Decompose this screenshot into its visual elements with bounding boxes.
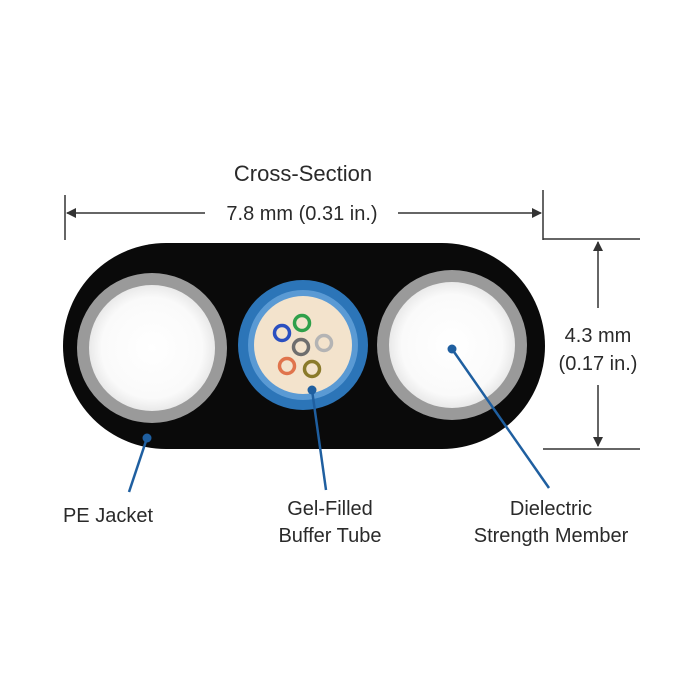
buffer-tube-gel (254, 296, 352, 394)
buffer-tube-leader-line (310, 389, 328, 491)
left-strength-member-core (89, 285, 215, 411)
pe-jacket-leader-line (127, 437, 149, 493)
fiber-blue (272, 323, 292, 343)
fiber-green (292, 313, 312, 333)
strength-member-label-line2: Strength Member (474, 525, 629, 547)
strength-member-label-line1: Dielectric (510, 498, 592, 520)
width-dimension-label: 7.8 mm (0.31 in.) (226, 203, 377, 225)
buffer-tube-label-line1: Gel-Filled (287, 498, 373, 520)
height-dimension-label-line2: (0.17 in.) (559, 353, 638, 375)
optical-fibers (272, 313, 334, 379)
cross-section-title: Cross-Section (234, 161, 372, 186)
fiber-olive (302, 359, 322, 379)
fiber-gray (291, 337, 311, 357)
width-dimension: 7.8 mm (0.31 in.) (64, 190, 544, 240)
callouts (127, 344, 551, 493)
height-dimension: 4.3 mm (0.17 in.) (543, 238, 640, 450)
height-dimension-label-line1: 4.3 mm (565, 325, 632, 347)
pe-jacket-label: PE Jacket (63, 505, 153, 527)
strength-member-leader-line (450, 348, 551, 489)
fiber-orange (277, 356, 297, 376)
cable-body (63, 243, 545, 449)
fiber-white (314, 333, 334, 353)
buffer-tube-label-line2: Buffer Tube (278, 525, 381, 547)
